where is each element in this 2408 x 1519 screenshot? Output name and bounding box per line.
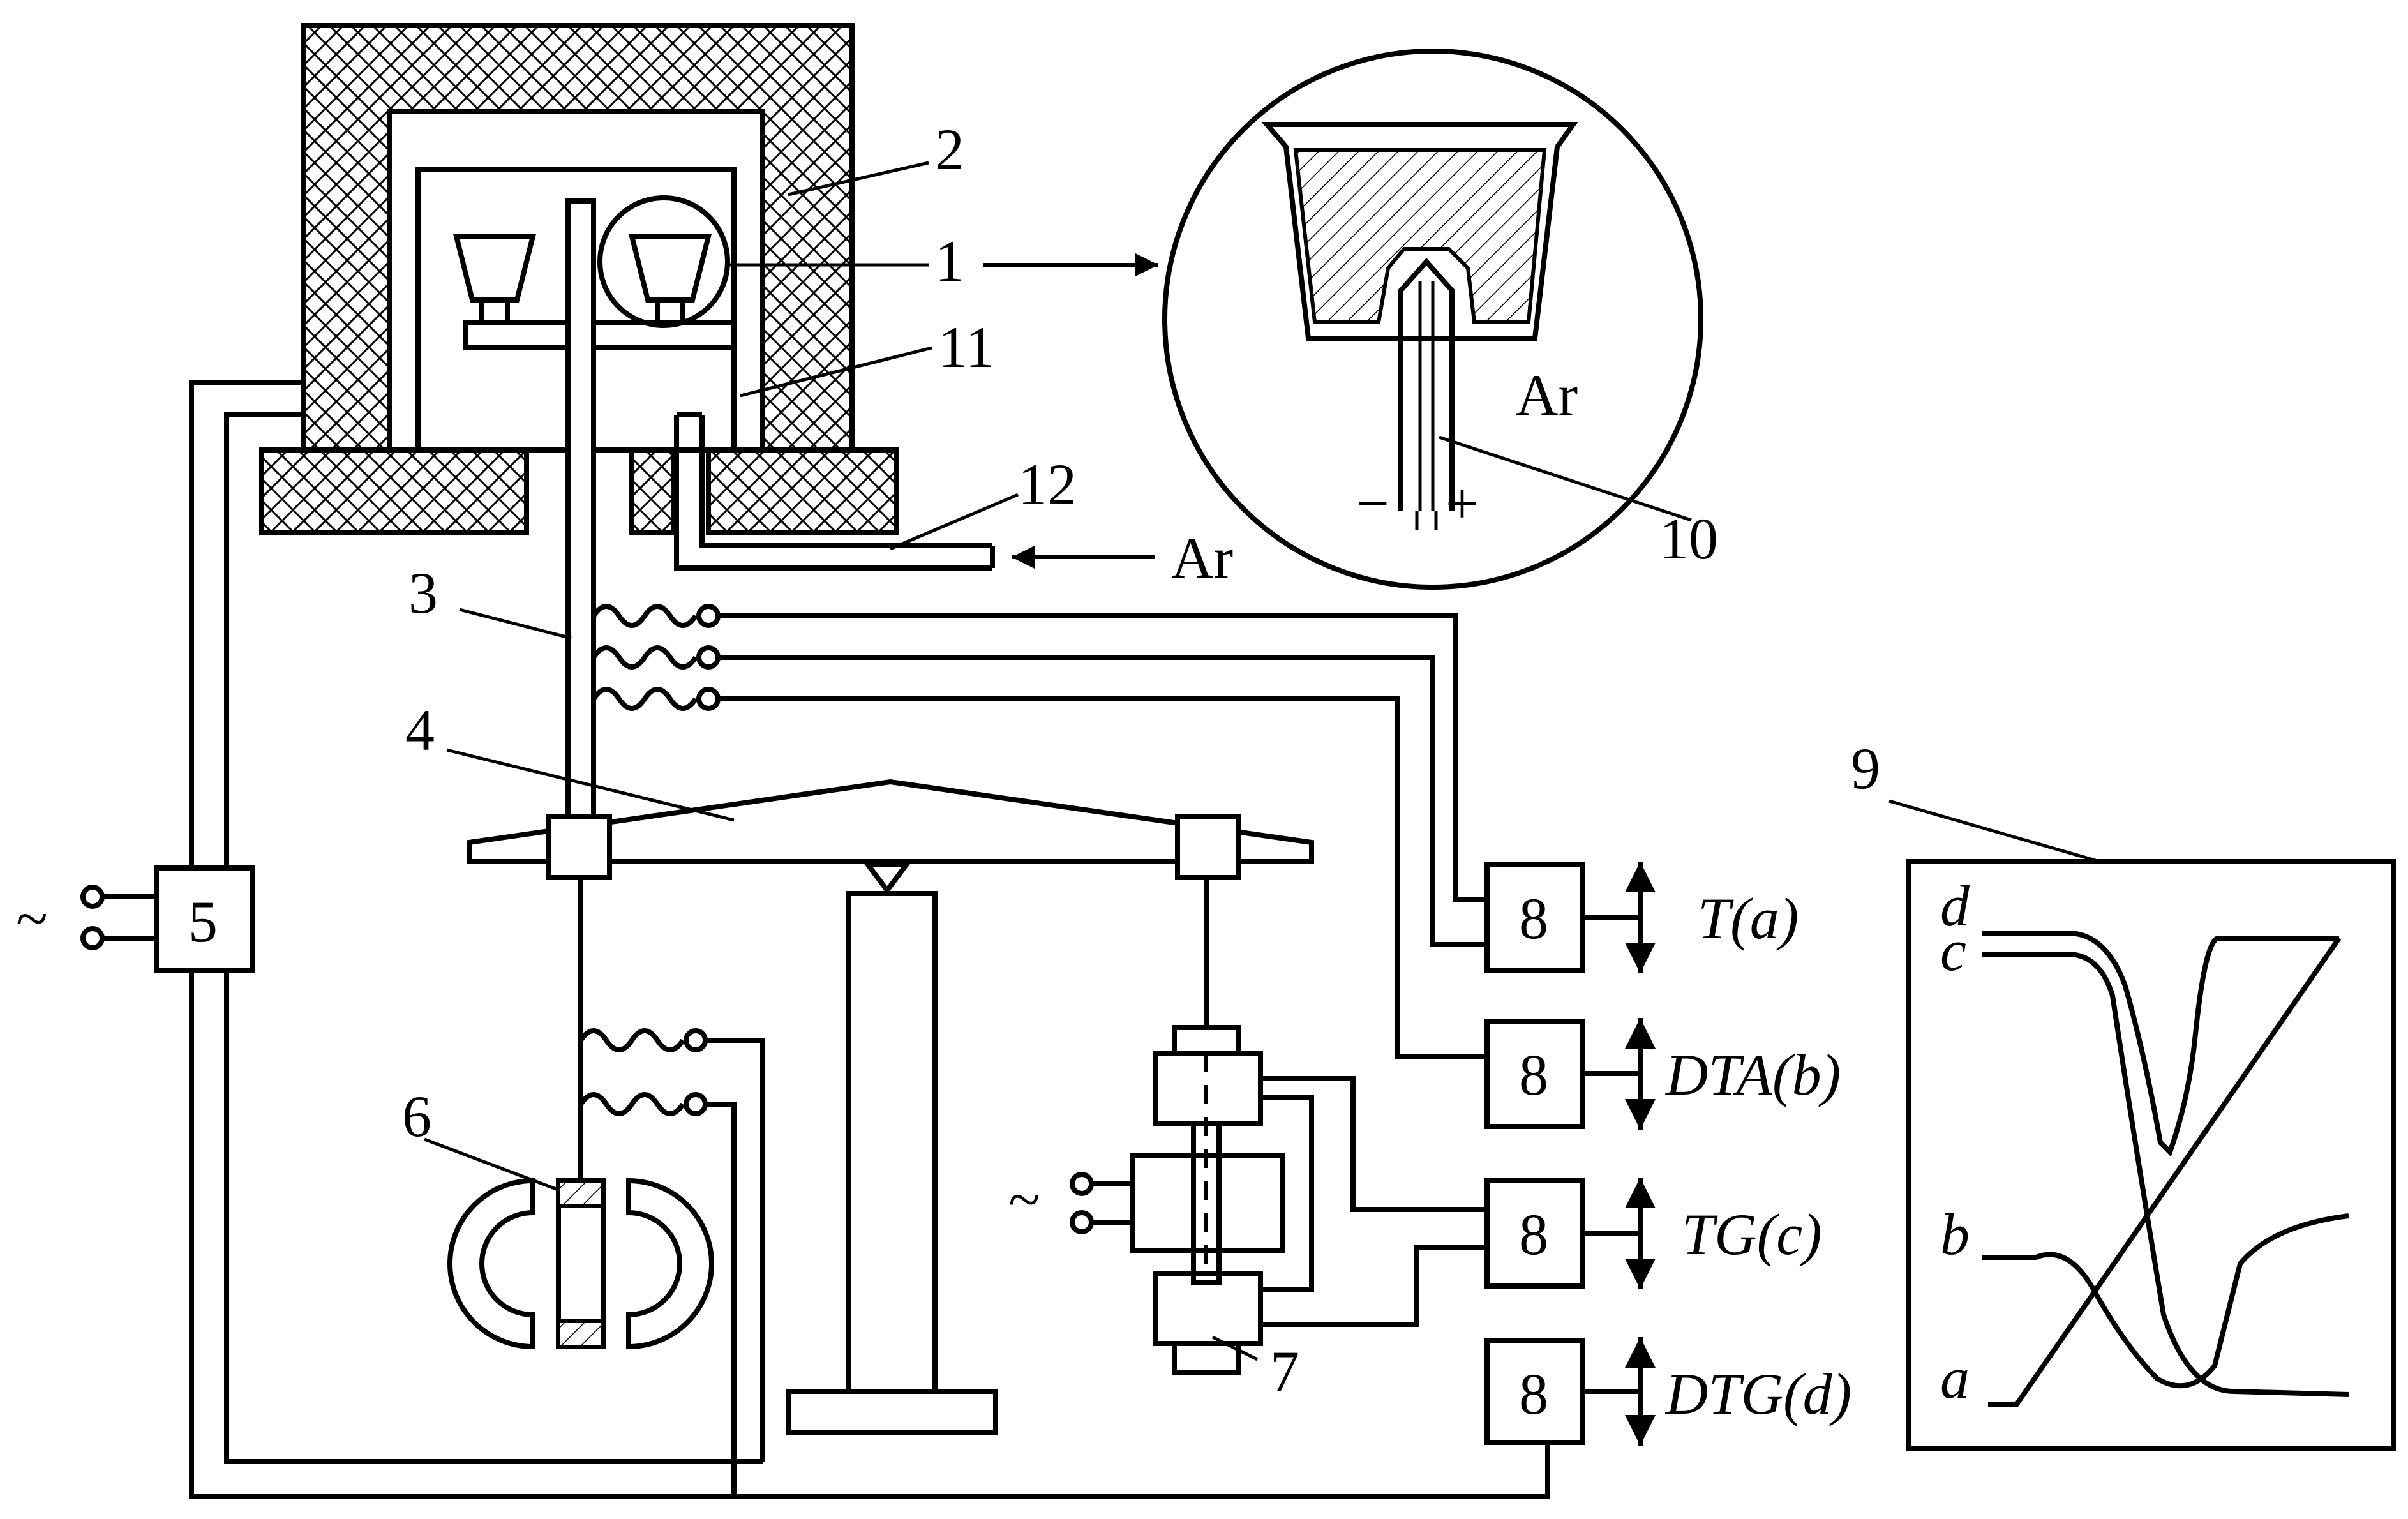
amplifier-number: 8 bbox=[1519, 1042, 1548, 1107]
curve-label-d: d bbox=[1940, 873, 1970, 938]
recorder bbox=[1906, 859, 2396, 1451]
amplifier-dta: 8 DTA(b) bbox=[1484, 1018, 1841, 1130]
curve-label-c: c bbox=[1940, 918, 1966, 983]
curve-c bbox=[1982, 952, 2349, 1397]
signal-label: T(a) bbox=[1698, 886, 1799, 951]
label-12: 12 bbox=[1018, 452, 1077, 517]
amplifier-number: 8 bbox=[1519, 1202, 1548, 1267]
label-9: 9 bbox=[1851, 736, 1880, 801]
power-supply bbox=[80, 865, 255, 973]
reference-crucible-stand bbox=[479, 297, 510, 325]
curve-label-b: b bbox=[1940, 1202, 1970, 1267]
thermocouple-leads bbox=[578, 604, 721, 1116]
sample-highlight-circle bbox=[597, 195, 730, 328]
amplifier-dtg: 8 DTG(d) bbox=[1484, 1337, 1851, 1446]
beam bbox=[467, 779, 1314, 864]
crucible-inset bbox=[1162, 49, 1703, 590]
crucible-support-plate bbox=[463, 320, 737, 350]
sample-crucible-stand bbox=[655, 297, 685, 325]
transducer-core bbox=[1130, 1153, 1285, 1253]
power-ac-symbol: ~ bbox=[16, 886, 48, 951]
label-5: 5 bbox=[188, 889, 218, 954]
curve-d bbox=[1982, 931, 2339, 1157]
gas-tube bbox=[674, 415, 992, 571]
curve-label-a: a bbox=[1940, 1345, 1970, 1410]
transducer bbox=[1070, 1025, 1285, 1375]
thermocouple-probe bbox=[1398, 257, 1455, 511]
beam-joint-right bbox=[1175, 814, 1241, 880]
signal-label: DTG(d) bbox=[1664, 1361, 1851, 1426]
beam-joint-left bbox=[546, 814, 612, 880]
label-10: 10 bbox=[1659, 506, 1718, 571]
sample-crucible bbox=[628, 234, 712, 303]
label-2: 2 bbox=[935, 117, 964, 182]
minus-sign: − bbox=[1356, 471, 1389, 536]
signal-label: DTA(b) bbox=[1664, 1042, 1841, 1107]
ar-inlet-label: Ar bbox=[1171, 525, 1233, 590]
inset-crucible-outer bbox=[1261, 122, 1578, 341]
balance-base bbox=[786, 1389, 998, 1435]
furnace-base-mid bbox=[629, 447, 676, 535]
furnace-base-right bbox=[706, 447, 899, 535]
recorder-frame bbox=[1906, 859, 2396, 1451]
leader-lines bbox=[424, 161, 2100, 1361]
plus-sign: + bbox=[1446, 471, 1479, 536]
balance-beam bbox=[467, 779, 1314, 1435]
reference-crucible bbox=[452, 234, 537, 303]
signal-label: TG(c) bbox=[1682, 1202, 1822, 1267]
support-rod bbox=[565, 198, 596, 832]
label-3: 3 bbox=[408, 560, 438, 625]
transducer-ac-symbol: ~ bbox=[1008, 1167, 1040, 1232]
amplifier-tg: 8 TG(c) bbox=[1484, 1178, 1822, 1289]
amplifier-number: 8 bbox=[1519, 886, 1548, 951]
power-supply-box bbox=[154, 865, 255, 973]
label-7: 7 bbox=[1270, 1339, 1299, 1404]
label-11: 11 bbox=[938, 315, 995, 380]
curve-a bbox=[1988, 936, 2342, 1407]
wiring bbox=[189, 380, 1550, 1499]
damper-magnet-left bbox=[447, 1178, 535, 1350]
label-1: 1 bbox=[935, 228, 964, 294]
amplifier-number: 8 bbox=[1519, 1361, 1548, 1426]
furnace-base-left bbox=[259, 447, 529, 535]
damper-magnet-right bbox=[626, 1178, 714, 1350]
inset-circle bbox=[1162, 49, 1703, 590]
fulcrum bbox=[863, 862, 911, 895]
label-4: 4 bbox=[405, 698, 435, 763]
amplifier-t: 8 T(a) bbox=[1484, 862, 1799, 973]
damper bbox=[447, 1178, 714, 1350]
balance-column bbox=[846, 891, 938, 1394]
label-6: 6 bbox=[402, 1084, 431, 1149]
ar-inset-label: Ar bbox=[1516, 363, 1578, 428]
curve-b bbox=[1982, 1213, 2349, 1389]
inset-sample-fill bbox=[1293, 148, 1547, 324]
